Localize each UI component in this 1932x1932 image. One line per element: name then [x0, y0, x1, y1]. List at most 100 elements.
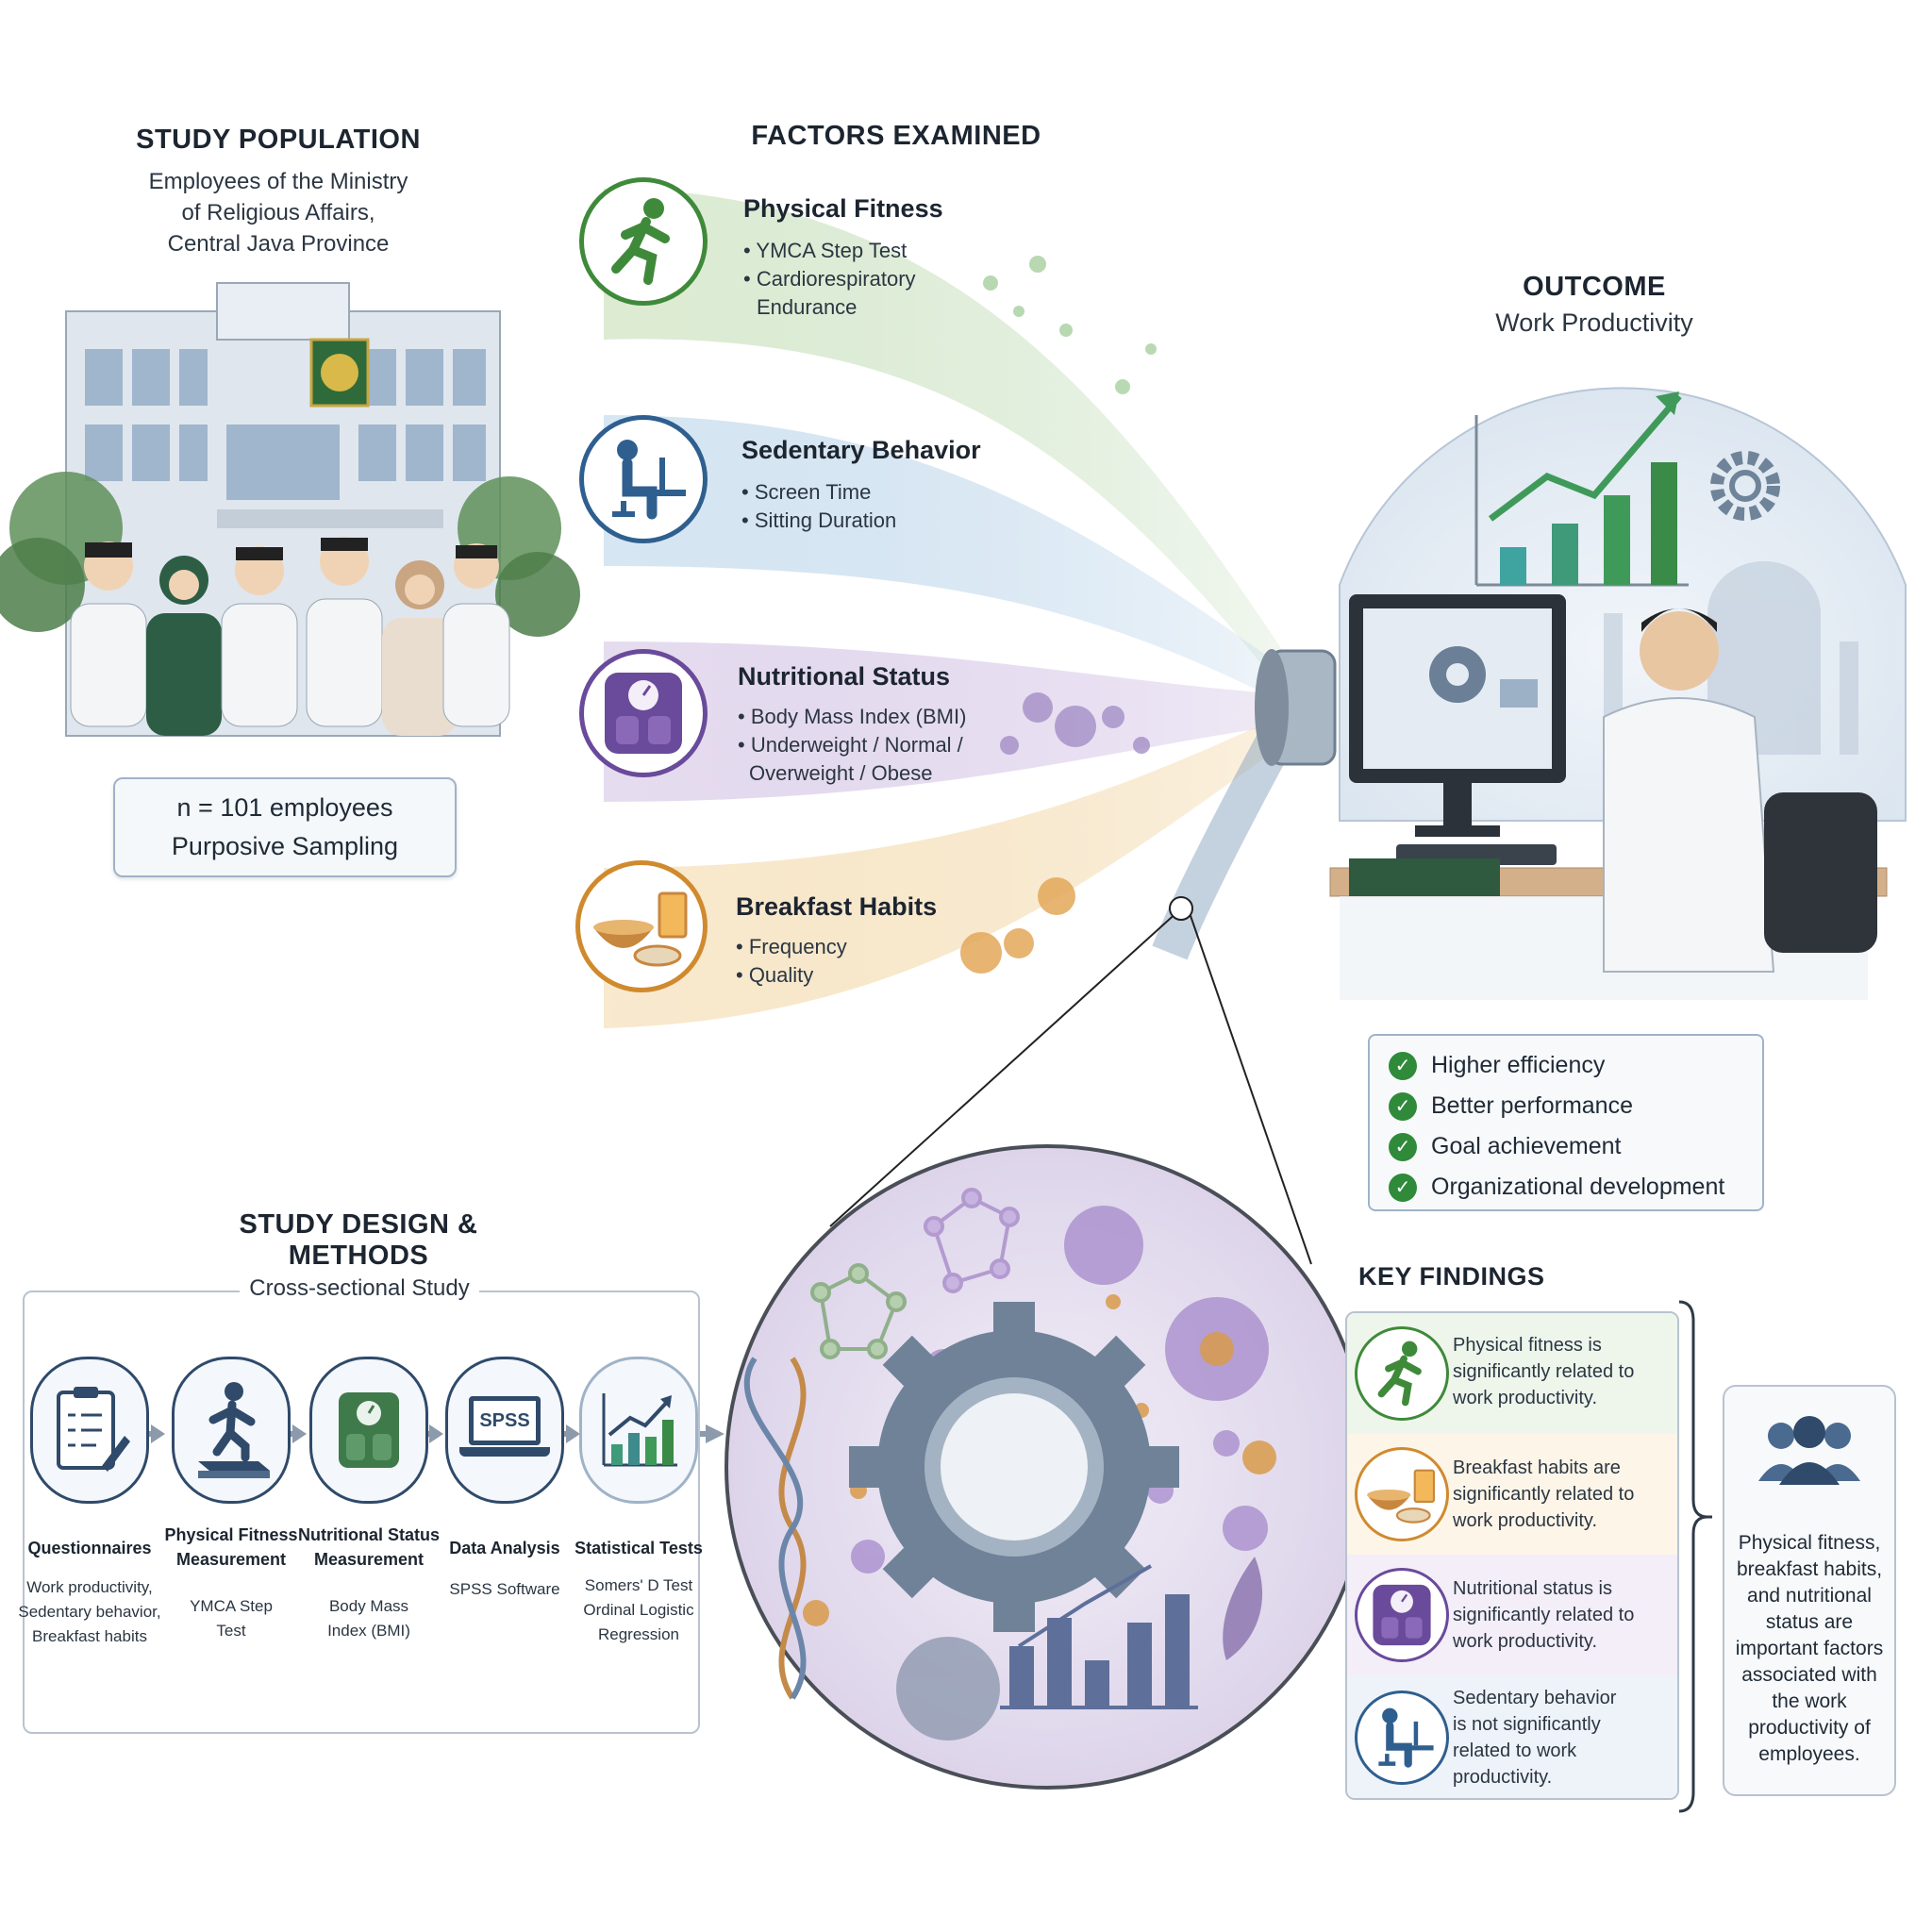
step-name: Physical Fitness Measurement [156, 1523, 307, 1572]
factor-title: Physical Fitness [743, 194, 943, 223]
finding-line: Physical fitness is [1453, 1335, 1602, 1356]
factors-heading: FACTORS EXAMINED [751, 121, 1041, 151]
summary-line: associated with [1741, 1664, 1877, 1686]
method-step-physical-fitness [170, 1357, 292, 1504]
factor-detail: • Frequency [736, 935, 847, 958]
weighing-scale-icon [1373, 1584, 1431, 1646]
step-name-line: Data Analysis [449, 1539, 560, 1557]
step-desc-line: SPSS Software [449, 1580, 560, 1598]
person-at-desk-icon [612, 440, 686, 520]
factor-icon-circle-breakfast-habits [575, 860, 708, 992]
running-person-icon [1377, 1341, 1422, 1407]
finding-line: work productivity. [1453, 1388, 1598, 1408]
key-findings-box: Physical fitness is significantly relate… [1345, 1311, 1679, 1800]
factor-detail: • Quality [736, 963, 814, 987]
finding-text: Nutritional status is significantly rela… [1453, 1575, 1634, 1655]
step-desc: YMCA Step Test [165, 1594, 297, 1643]
sampling-method: Purposive Sampling [171, 832, 399, 860]
benefit-row: ✓ Organizational development [1370, 1167, 1762, 1208]
running-person-icon [611, 198, 670, 285]
factor-detail: • Body Mass Index (BMI) [738, 705, 967, 728]
outcome-subheading: Work Productivity [1495, 308, 1693, 337]
study-design-label: Cross-sectional Study [23, 1275, 696, 1302]
finding-line: is not significantly [1453, 1714, 1601, 1735]
method-step-statistical-tests [577, 1357, 700, 1504]
summary-line: and nutritional [1747, 1585, 1872, 1607]
summary-line: breakfast habits, [1736, 1558, 1883, 1580]
step-icon-circle [579, 1357, 698, 1504]
outcome-benefits-box: ✓Higher efficiency ✓Better performance ✓… [1368, 1034, 1764, 1211]
outcome-heading: OUTCOME [1523, 272, 1666, 302]
benefit-row: ✓Higher efficiency [1370, 1045, 1762, 1086]
finding-line: productivity. [1453, 1767, 1553, 1788]
step-name: Nutritional Status Measurement [293, 1523, 444, 1572]
benefit-row: ✓Better performance [1370, 1086, 1762, 1126]
finding-icon-circle [1355, 1690, 1449, 1785]
step-desc-line: YMCA Step [190, 1597, 273, 1615]
factor-detail: Endurance [757, 295, 858, 319]
study-design-text: Cross-sectional Study [240, 1275, 479, 1301]
finding-line: related to work [1453, 1740, 1577, 1761]
finding-line: work productivity. [1453, 1510, 1598, 1531]
key-findings-heading: KEY FINDINGS [1358, 1262, 1545, 1291]
summary-line: the work [1772, 1690, 1847, 1712]
step-test-icon [198, 1382, 270, 1478]
factor-detail: • Underweight / Normal / [738, 733, 963, 757]
check-icon: ✓ [1389, 1132, 1417, 1161]
population-line-3: Central Java Province [167, 231, 390, 257]
step-desc: SPSS Software [429, 1577, 580, 1602]
people-group-icon [1753, 1415, 1866, 1491]
finding-icon-circle [1355, 1326, 1449, 1421]
finding-row: Physical fitness is significantly relate… [1347, 1313, 1677, 1436]
finding-line: Nutritional status is [1453, 1578, 1612, 1599]
breakfast-meal-icon [593, 891, 688, 967]
factor-breakfast-habits: Breakfast Habits • Frequency • Quality [736, 892, 937, 990]
factor-sedentary-behavior: Sedentary Behavior • Screen Time • Sitti… [741, 436, 981, 535]
factor-icon-circle-nutritional-status [579, 649, 708, 777]
summary-line: Physical fitness, [1738, 1532, 1881, 1554]
step-name-line: Nutritional Status [297, 1525, 440, 1544]
finding-text: Physical fitness is significantly relate… [1453, 1332, 1634, 1411]
step-desc-line: Ordinal Logistic [583, 1601, 694, 1619]
factor-physical-fitness: Physical Fitness • YMCA Step Test • Card… [743, 194, 943, 322]
step-icon-circle [172, 1357, 291, 1504]
step-name-line: Statistical Tests [575, 1539, 703, 1557]
population-description: Employees of the Ministry of Religious A… [104, 166, 453, 259]
factor-icon-circle-physical-fitness [579, 177, 708, 306]
finding-row: Nutritional status is significantly rela… [1347, 1555, 1677, 1677]
step-icon-circle [309, 1357, 428, 1504]
step-desc-line: Regression [598, 1625, 679, 1643]
factor-detail: • Sitting Duration [741, 508, 897, 532]
benefit-label: Better performance [1431, 1092, 1633, 1119]
finding-text: Breakfast habits are significantly relat… [1453, 1455, 1634, 1534]
step-desc-line: Test [216, 1622, 246, 1640]
factor-detail: • Cardiorespiratory [743, 267, 916, 291]
laptop-spss-icon: SPSS [459, 1392, 550, 1468]
step-name-line: Measurement [175, 1550, 287, 1569]
person-at-desk-icon [1378, 1707, 1434, 1768]
step-desc: Somers' D Test Ordinal Logistic Regressi… [563, 1574, 714, 1647]
sample-box: n = 101 employees Purposive Sampling [113, 777, 457, 877]
benefit-label: Goal achievement [1431, 1133, 1622, 1159]
check-icon: ✓ [1389, 1051, 1417, 1080]
step-desc: Body Mass Index (BMI) [303, 1594, 435, 1643]
method-step-questionnaires [28, 1357, 151, 1504]
step-name-line: Measurement [313, 1550, 425, 1569]
factor-detail: Overweight / Obese [749, 761, 933, 785]
weighing-scale-icon [605, 673, 682, 754]
summary-line: employees. [1758, 1743, 1860, 1765]
finding-line: significantly related to [1453, 1484, 1635, 1505]
benefit-label: Organizational development [1431, 1174, 1725, 1200]
method-step-nutritional-status [308, 1357, 430, 1504]
step-name: Statistical Tests [563, 1536, 714, 1560]
step-name-line: Questionnaires [27, 1539, 152, 1557]
check-icon: ✓ [1389, 1173, 1417, 1202]
step-desc-line: Somers' D Test [584, 1576, 693, 1594]
weighing-scale-icon [339, 1392, 399, 1468]
factor-title: Nutritional Status [738, 662, 951, 691]
breakfast-meal-icon [1367, 1469, 1436, 1524]
step-desc: Work productivity, Sedentary behavior, B… [9, 1575, 170, 1649]
factor-detail: • Screen Time [741, 480, 872, 504]
finding-row: Breakfast habits are significantly relat… [1347, 1434, 1677, 1557]
